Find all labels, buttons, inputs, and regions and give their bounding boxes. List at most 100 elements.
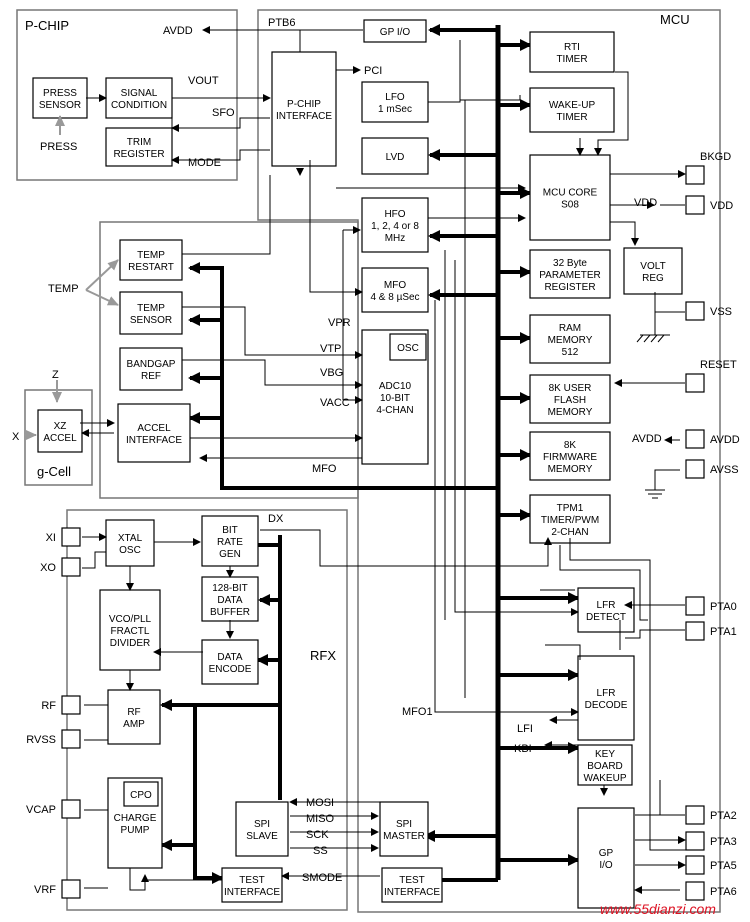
trim-register-label: REGISTER bbox=[113, 149, 164, 160]
data-encode-label: DATA bbox=[217, 652, 243, 663]
test-interface-left-label: INTERFACE bbox=[224, 887, 280, 898]
pchip-interface-label: INTERFACE bbox=[276, 111, 332, 122]
pta0-pin-label: PTA0 bbox=[710, 601, 737, 613]
xo-pin-label: XO bbox=[40, 562, 56, 574]
adc-label: 4-CHAN bbox=[376, 405, 413, 416]
rvss-pin-label: RVSS bbox=[26, 734, 56, 746]
vbg-label: VBG bbox=[320, 367, 343, 379]
keyboard-wakeup-label: BOARD bbox=[587, 761, 623, 772]
pta1-pin-label: PTA1 bbox=[710, 626, 737, 638]
hfo-label: 1, 2, 4 or 8 bbox=[371, 221, 419, 232]
avdd-pin-label: AVDD bbox=[710, 434, 740, 446]
z-label: Z bbox=[52, 369, 59, 381]
mfo1-label: MFO1 bbox=[402, 706, 433, 718]
avss-pin-label: AVSS bbox=[710, 464, 739, 476]
volt-reg-label: VOLT bbox=[640, 261, 665, 272]
vtp-label: VTP bbox=[320, 343, 341, 355]
bit-rate-gen-label: RATE bbox=[217, 537, 243, 548]
pin-pta2: PTA2 bbox=[685, 805, 737, 825]
bus-temp-restart bbox=[188, 262, 498, 490]
hfo-label: MHz bbox=[385, 233, 406, 244]
pin-pta0: PTA0 bbox=[685, 596, 737, 616]
xi-pin-label: XI bbox=[46, 532, 56, 544]
lvd-block: LVD bbox=[361, 137, 429, 175]
rf-pin-label: RF bbox=[41, 700, 56, 712]
param-register-label: 32 Byte bbox=[553, 258, 587, 269]
signal-lines bbox=[24, 26, 690, 894]
spi-slave-label: SPI bbox=[254, 819, 270, 830]
vco-pll-label: FRACTL bbox=[111, 626, 150, 637]
wakeup-timer-label: WAKE-UP bbox=[549, 100, 596, 111]
flash-memory-label: MEMORY bbox=[548, 407, 593, 418]
bit-rate-gen-label: GEN bbox=[219, 549, 241, 560]
vdd-inner-label: VDD bbox=[634, 197, 657, 209]
pin-bkgd: BKGD bbox=[685, 151, 731, 185]
blocks-layer: PRESSSENSORSIGNALCONDITIONTRIMREGISTERP-… bbox=[32, 19, 683, 909]
lfr-detect-label: DETECT bbox=[586, 612, 626, 623]
pin-xo: XO bbox=[40, 557, 81, 577]
pci-label: PCI bbox=[364, 65, 382, 77]
bandgap-ref-label: REF bbox=[141, 371, 161, 382]
adc-label: ADC10 bbox=[379, 381, 412, 392]
mfo-label: 4 & 8 µSec bbox=[370, 292, 419, 303]
pta6-pin-label: PTA6 bbox=[710, 886, 737, 898]
keyboard-wakeup-label: KEY bbox=[595, 749, 615, 760]
gp-io-bottom-label: GP bbox=[599, 848, 614, 859]
avdd-top-label: AVDD bbox=[163, 25, 193, 37]
test-interface-right-label: TEST bbox=[399, 875, 425, 886]
firmware-memory-label: 8K bbox=[564, 440, 577, 451]
rti-timer-label: RTI bbox=[564, 42, 580, 53]
gp-io-bottom-block: GPI/O bbox=[577, 807, 635, 909]
xtal-osc-label: XTAL bbox=[118, 533, 143, 544]
temp-sensor-label: SENSOR bbox=[130, 315, 172, 326]
lfi-label: LFI bbox=[517, 723, 533, 735]
accel-interface-label: ACCEL bbox=[137, 423, 171, 434]
mcu-title: MCU bbox=[660, 12, 690, 27]
xz-accel-label: XZ bbox=[54, 421, 67, 432]
mcu-core-label: S08 bbox=[561, 200, 579, 211]
volt-reg-label: REG bbox=[642, 273, 664, 284]
pin-pta5: PTA5 bbox=[685, 855, 737, 875]
signal-condition-label: CONDITION bbox=[111, 100, 167, 111]
dx-label: DX bbox=[268, 513, 284, 525]
pin-pta6: PTA6 bbox=[685, 881, 737, 901]
pchip-interface-label: P-CHIP bbox=[287, 99, 321, 110]
rf-amp-label: AMP bbox=[123, 719, 145, 730]
press-sensor-label: PRESS bbox=[43, 88, 77, 99]
param-register-label: PARAMETER bbox=[539, 270, 601, 281]
lfr-decode-label: LFR bbox=[597, 688, 616, 699]
cpo-label: CPO bbox=[130, 790, 152, 801]
test-interface-left-label: TEST bbox=[239, 875, 265, 886]
signal-labels: AVDD PTB6 VOUT SFO MODE PRESS PCI TEMP Z… bbox=[12, 17, 662, 884]
vout-label: VOUT bbox=[188, 75, 219, 87]
miso-label: MISO bbox=[306, 813, 335, 825]
kbi-label: KBI bbox=[514, 743, 532, 755]
rti-timer-label: TIMER bbox=[556, 54, 587, 65]
bit-rate-gen-label: BIT bbox=[222, 525, 238, 536]
osc-label: OSC bbox=[397, 343, 419, 354]
ram-memory-label: MEMORY bbox=[548, 335, 593, 346]
pta3-pin-label: PTA3 bbox=[710, 836, 737, 848]
cpo-block: CPO bbox=[123, 781, 159, 807]
lfr-detect-label: LFR bbox=[597, 600, 616, 611]
data-encode-label: ENCODE bbox=[209, 664, 252, 675]
press-label: PRESS bbox=[40, 141, 77, 153]
spi-master-label: SPI bbox=[396, 819, 412, 830]
